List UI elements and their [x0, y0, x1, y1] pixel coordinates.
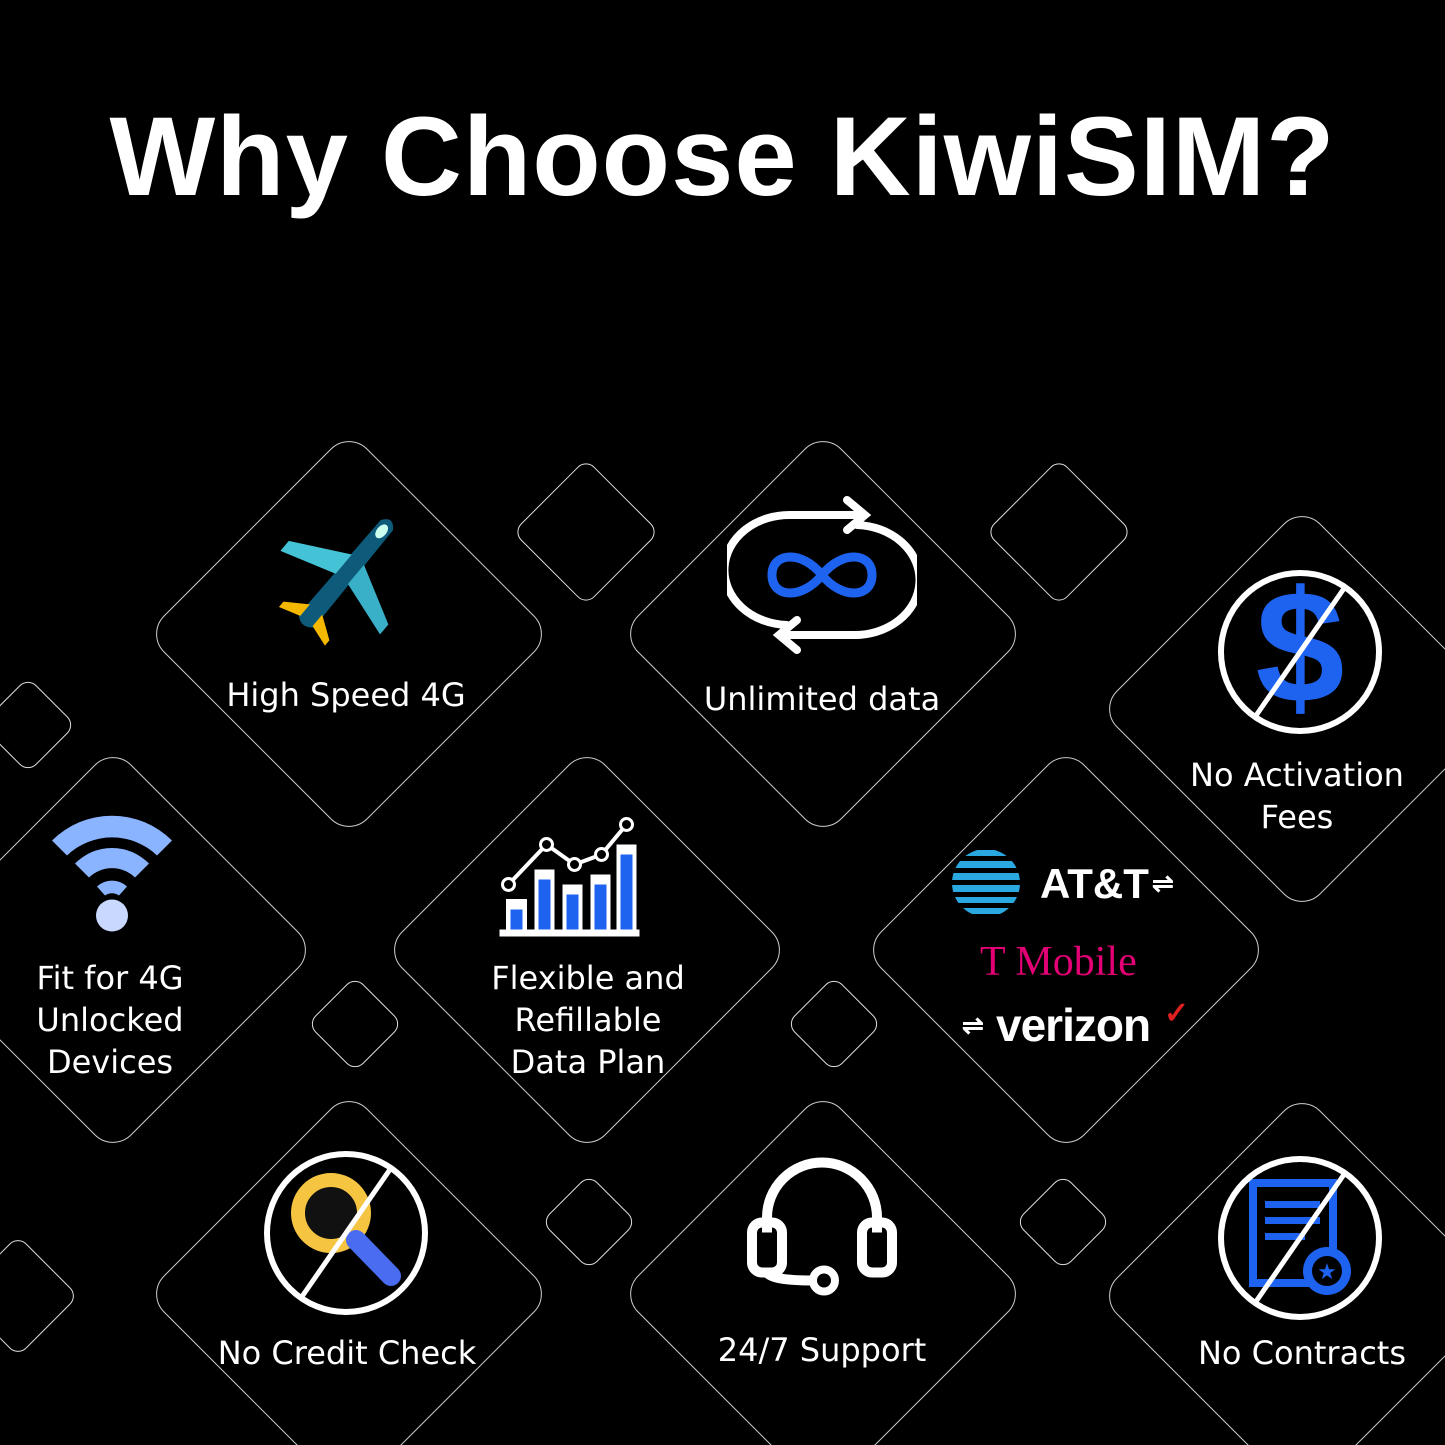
feature-label: Unlimited data: [703, 680, 941, 718]
feature-label: 24/7 Support: [717, 1331, 927, 1369]
feature-label: No Contracts: [1197, 1334, 1407, 1372]
verizon-logo-text: verizon: [996, 999, 1151, 1051]
tmobile-logo-text: T Mobile: [980, 939, 1137, 985]
feature-label: Fit for 4G Unlocked Devices: [36, 959, 184, 1081]
small-diamond: [785, 975, 883, 1073]
small-diamond: [306, 975, 404, 1073]
wifi-icon: [52, 815, 172, 932]
small-diamond: [540, 1173, 638, 1271]
swap-icon: ⇌: [962, 1010, 984, 1040]
small-diamond: [0, 676, 77, 774]
att-globe-icon: [952, 850, 1020, 914]
att-logo-text: AT&T: [1040, 860, 1149, 907]
infinity-cycle-icon: [727, 496, 917, 654]
small-diamond: [1014, 1173, 1112, 1271]
headset-icon: [747, 1157, 897, 1296]
no-contract-icon: ★: [1218, 1156, 1382, 1320]
verizon-check-icon: ✓: [1164, 997, 1190, 1030]
feature-label: No Activation Fees: [1190, 756, 1404, 836]
feature-label: High Speed 4G: [226, 676, 466, 714]
feature-label: No Credit Check: [217, 1334, 477, 1372]
small-diamond: [512, 458, 660, 606]
bar-chart-icon: [499, 817, 640, 937]
small-diamond: [985, 458, 1133, 606]
svg-text:★: ★: [1317, 1260, 1337, 1285]
no-dollar-icon: $: [1218, 567, 1382, 736]
swap-icon: ⇌: [1152, 868, 1174, 898]
no-magnifier-icon: [264, 1151, 428, 1315]
page-title: Why Choose KiwiSIM?: [109, 94, 1336, 219]
small-diamond: [0, 1235, 79, 1357]
feature-label: Flexible and Refillable Data Plan: [491, 959, 685, 1081]
airplane-icon: [278, 519, 394, 646]
diamond-frame: [383, 746, 791, 1154]
